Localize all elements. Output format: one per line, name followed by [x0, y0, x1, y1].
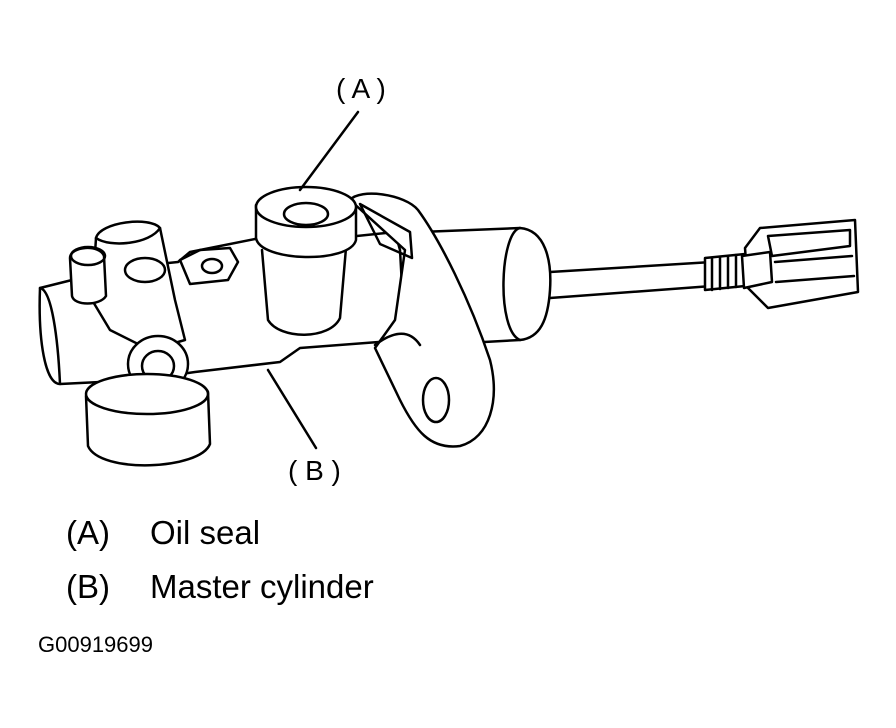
cylinder-body: [38, 192, 495, 467]
leader-line-b: [266, 368, 318, 450]
legend-key: (A): [66, 514, 110, 551]
leader-line-a: [298, 110, 360, 192]
legend-item-oil-seal: (A) Oil seal: [66, 514, 260, 552]
legend-item-master-cylinder: (B) Master cylinder: [66, 568, 374, 606]
figure-id: G00919699: [38, 632, 153, 657]
oil-seal: [254, 185, 358, 259]
pushrod: [548, 250, 774, 300]
callout-label-a: ( A ): [336, 73, 386, 104]
callout-label-b: ( B ): [288, 455, 341, 486]
legend-label: Master cylinder: [150, 568, 374, 605]
pushrod-clevis: [743, 218, 860, 310]
legend-key: (B): [66, 568, 110, 605]
legend-label: Oil seal: [150, 514, 261, 551]
